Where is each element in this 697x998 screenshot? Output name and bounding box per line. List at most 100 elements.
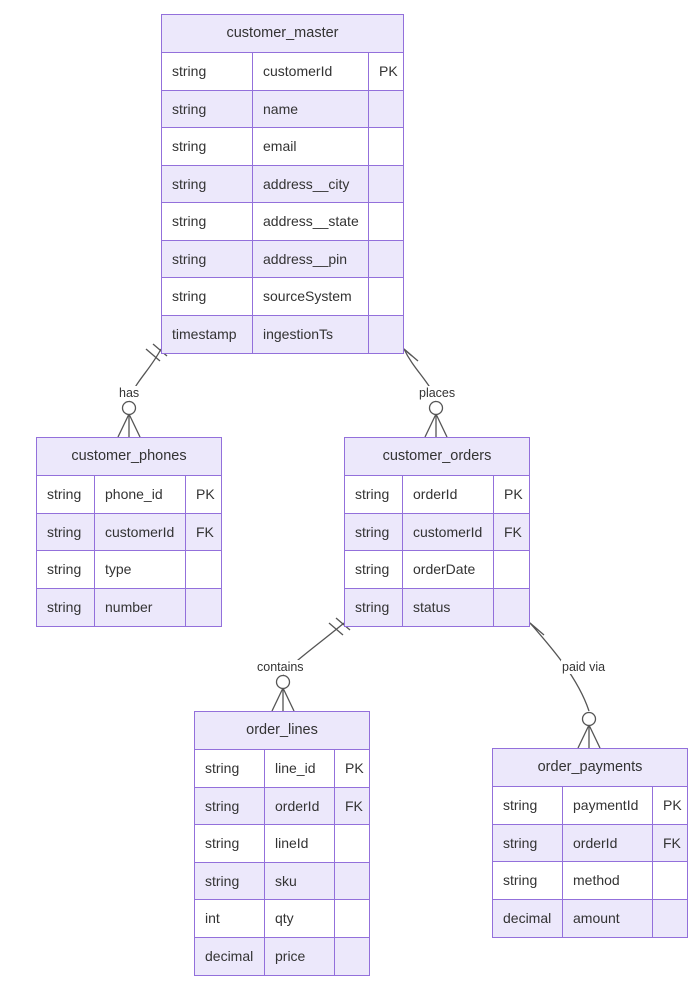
attribute-type: string (162, 165, 253, 202)
attribute-type: string (162, 128, 253, 165)
attribute-type: string (162, 203, 253, 240)
attribute-key: FK (663, 834, 681, 851)
attribute-name: amount (563, 899, 653, 937)
attribute-type: string (493, 787, 563, 824)
attribute-type: string (37, 476, 95, 513)
attribute-key (186, 551, 221, 588)
attribute-key: PK (345, 760, 364, 777)
attribute-key (186, 589, 221, 627)
attribute-key (369, 91, 403, 128)
attribute-name: email (253, 128, 369, 165)
relationship-label-contains: contains (256, 660, 305, 674)
attribute-type: string (162, 90, 253, 127)
crowsfoot-places-right (435, 413, 448, 438)
cardinality-exactly-one-has (145, 348, 161, 362)
attribute-type: string (493, 824, 563, 861)
cardinality-exactly-one-places (403, 348, 419, 362)
entity-title-order_lines: order_lines (195, 712, 369, 750)
cardinality-zero-has (121, 400, 137, 416)
attribute-key (369, 128, 403, 165)
attribute-key (653, 900, 687, 938)
attribute-name: address__state (253, 203, 369, 240)
crowsfoot-paid-via-right (588, 724, 601, 749)
crowsfoot-has-left (117, 413, 130, 438)
attribute-key (494, 551, 529, 588)
attribute-key: FK (504, 523, 522, 540)
attribute-key: PK (504, 486, 523, 503)
entity-title-customer_orders: customer_orders (345, 438, 529, 476)
attribute-name: type (95, 551, 186, 588)
attribute-key (369, 166, 403, 203)
attribute-type: string (37, 551, 95, 588)
attribute-type: string (195, 787, 265, 824)
attribute-type: string (493, 862, 563, 899)
attribute-key (653, 862, 687, 899)
attribute-key: PK (196, 486, 215, 503)
attribute-name: phone_id (95, 476, 186, 513)
attribute-type: string (37, 588, 95, 626)
attribute-key (335, 863, 369, 900)
attribute-type: string (37, 513, 95, 550)
attribute-type: int (195, 900, 265, 937)
attribute-key (369, 316, 403, 354)
attribute-key: PK (663, 797, 682, 814)
cardinality-exactly-one-contains (328, 622, 344, 636)
attribute-name: orderId (403, 476, 494, 513)
attribute-type: decimal (195, 937, 265, 975)
crowsfoot-has-right (128, 413, 141, 438)
attribute-type: string (162, 240, 253, 277)
relationship-label-has: has (118, 386, 141, 400)
entity-title-customer_master: customer_master (162, 15, 403, 53)
attribute-type: string (195, 825, 265, 862)
attribute-name: paymentId (563, 787, 653, 824)
attribute-key (494, 589, 529, 627)
attribute-type: string (345, 513, 403, 550)
crowsfoot-contains-right (282, 687, 295, 712)
attribute-key: PK (379, 63, 398, 80)
attribute-type: string (345, 588, 403, 626)
crowsfoot-contains-left (271, 687, 284, 712)
attribute-type: string (195, 750, 265, 787)
cardinality-zero-places (428, 400, 444, 416)
attribute-name: price (265, 937, 335, 975)
attribute-key (335, 938, 369, 976)
attribute-type: string (195, 862, 265, 899)
attribute-name: number (95, 588, 186, 626)
attribute-type: string (345, 551, 403, 588)
relationship-label-paid-via: paid via (561, 660, 607, 674)
attribute-key (335, 900, 369, 937)
attribute-key (335, 825, 369, 862)
cardinality-zero-contains (275, 674, 291, 690)
attribute-name: orderId (563, 824, 653, 861)
attribute-key: FK (345, 797, 363, 814)
attribute-type: string (162, 53, 253, 90)
attribute-name: address__pin (253, 240, 369, 277)
attribute-type: timestamp (162, 315, 253, 353)
attribute-key (369, 203, 403, 240)
attribute-name: customerId (253, 53, 369, 90)
